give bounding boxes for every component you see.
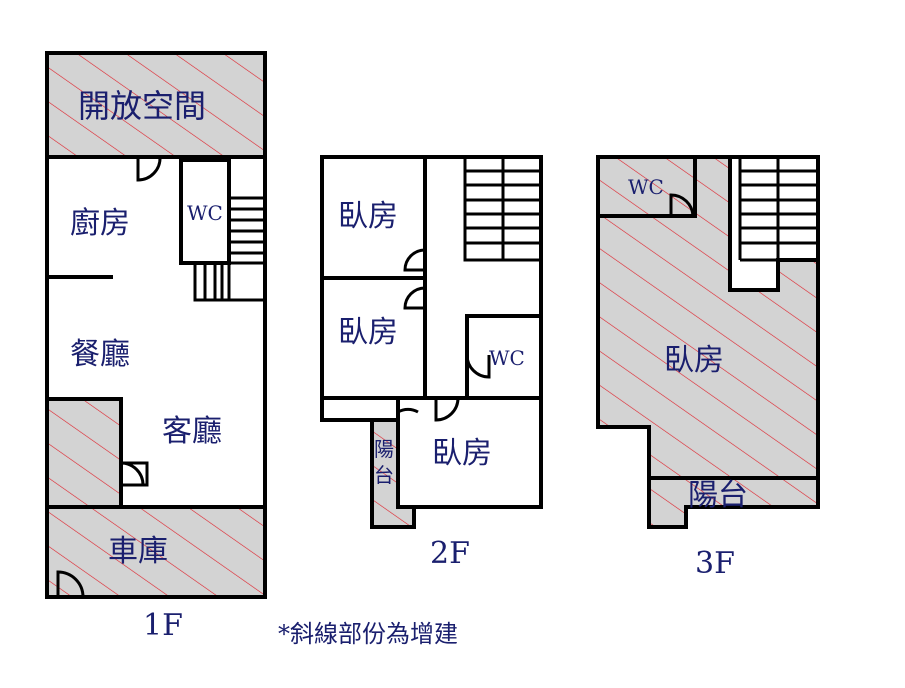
room-label-wc-2f: WC bbox=[489, 346, 525, 370]
room-label-living: 客廳 bbox=[162, 414, 222, 449]
door-1f-top bbox=[136, 156, 162, 182]
room-label-bedroom-2f-3: 臥房 bbox=[432, 436, 492, 471]
room-label-balcony-2f-1: 陽 bbox=[374, 437, 394, 461]
garage-side-area bbox=[45, 397, 123, 509]
garage-area bbox=[45, 505, 267, 599]
door-3f-wc bbox=[669, 193, 695, 217]
room-label-wc-3f: WC bbox=[628, 175, 664, 199]
door-1f-left bbox=[121, 461, 149, 487]
room-label-bedroom-2f-2: 臥房 bbox=[338, 315, 398, 350]
room-label-kitchen: 廚房 bbox=[70, 206, 130, 241]
room-label-open-space: 開放空間 bbox=[78, 87, 206, 125]
floor-label-1f: 1F bbox=[143, 608, 183, 643]
door-2f-d bbox=[397, 407, 419, 414]
addition-note: *斜線部份為增建 bbox=[278, 620, 458, 648]
wc-2f-box bbox=[465, 314, 543, 400]
door-2f-a bbox=[403, 248, 426, 272]
stairs-1f bbox=[193, 196, 267, 302]
door-2f-b bbox=[403, 286, 426, 310]
floor-3f: WC 臥房 陽台 3F bbox=[596, 155, 820, 581]
open-space-area bbox=[45, 51, 267, 159]
door-1f-left-arc bbox=[120, 461, 145, 486]
stairs-3f bbox=[728, 155, 820, 292]
room-label-bedroom-3f: 臥房 bbox=[664, 343, 724, 378]
room-label-bedroom-2f-1: 臥房 bbox=[338, 199, 398, 234]
floor-label-2f: 2F bbox=[430, 536, 470, 571]
room-label-wc-1f: WC bbox=[187, 201, 223, 225]
door-2f-wc bbox=[465, 354, 491, 379]
room-label-balcony-3f: 陽台 bbox=[688, 478, 748, 513]
wc-3f-box bbox=[598, 157, 697, 218]
stairs-2f bbox=[463, 155, 543, 262]
floor-2f: 臥房 臥房 WC 陽 台 臥房 2F bbox=[320, 155, 543, 571]
room-label-dining: 餐廳 bbox=[70, 337, 130, 372]
room-label-garage: 車庫 bbox=[108, 534, 168, 569]
door-1f-garage bbox=[56, 570, 85, 598]
floor-label-3f: 3F bbox=[695, 546, 735, 581]
room-label-balcony-2f-2: 台 bbox=[374, 463, 394, 487]
door-2f-c bbox=[434, 397, 460, 422]
floor-1f: 開放空間 廚房 WC 餐廳 客廳 車庫 1F bbox=[45, 51, 267, 643]
